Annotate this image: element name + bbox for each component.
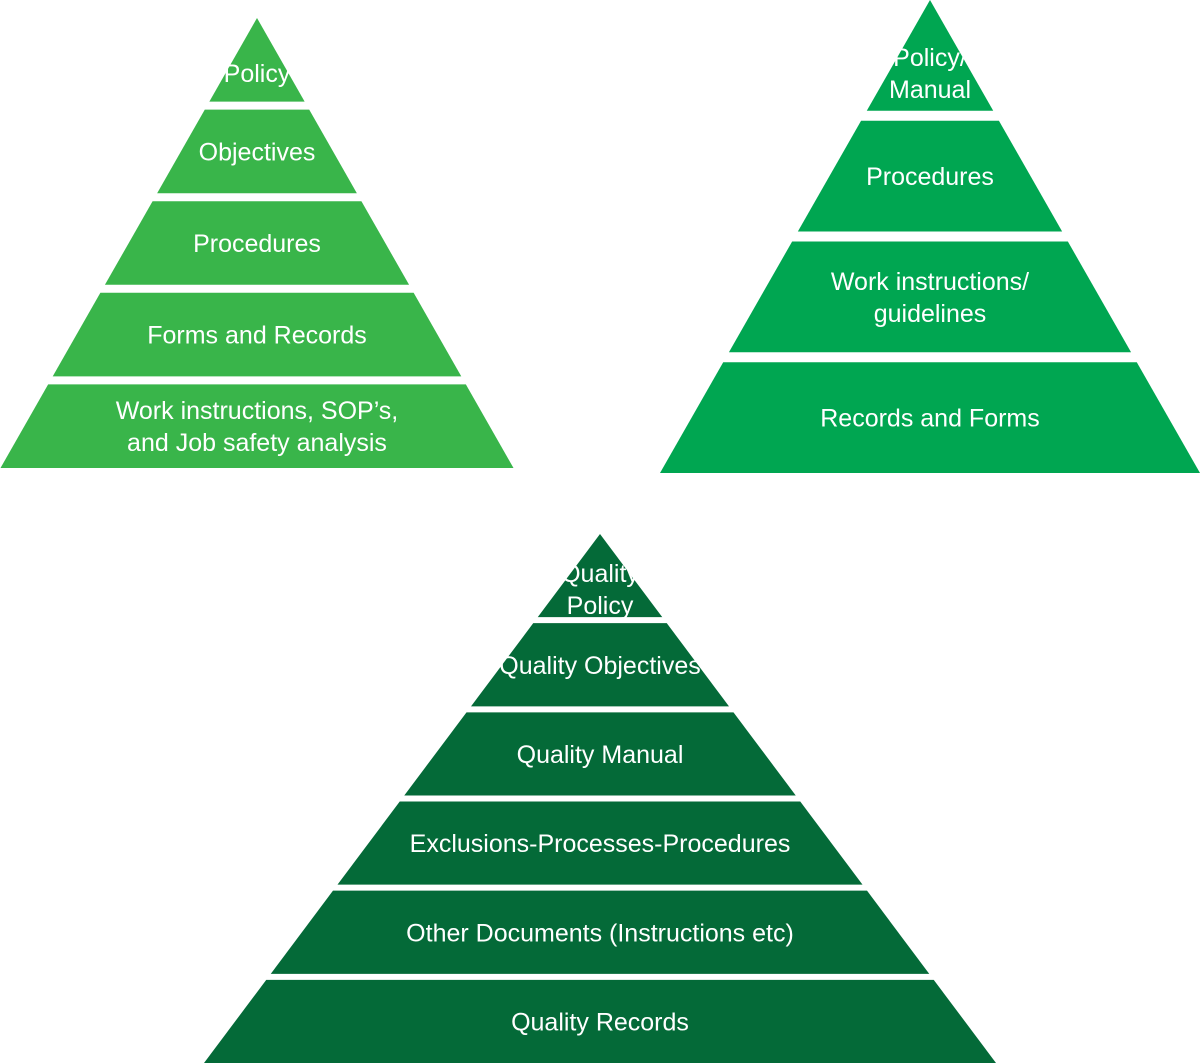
pyramid-right-tier-3-line-2: guidelines (874, 300, 987, 328)
pyramid-right-tier-2-line-1: Procedures (866, 163, 994, 191)
pyramid-bottom-tier-3 (404, 712, 796, 796)
pyramid-bottom-tier-1-line-1: Quality (561, 560, 639, 588)
pyramid-bottom-tier-4-line-1: Exclusions-Processes-Procedures (410, 830, 791, 858)
pyramid-left-tier-5-label: Work instructions, SOP’s, and Job safety … (116, 397, 399, 457)
pyramid-bottom-tier-4 (337, 801, 863, 885)
pyramid-left-tier-2 (157, 109, 357, 194)
pyramid-bottom-tier-5-label: Other Documents (Instructions etc) (406, 919, 794, 947)
pyramid-right-tier-2 (797, 120, 1063, 232)
pyramid-left-tier-4-label: Forms and Records (147, 322, 367, 350)
pyramid-left-tier-3-label: Procedures (193, 230, 321, 258)
pyramid-right-tier-4-label: Records and Forms (820, 405, 1040, 433)
pyramid-right-tier-3-label: Work instructions/guidelines (831, 268, 1029, 328)
pyramid-bottom-tier-1-line-2: Policy (567, 592, 634, 620)
pyramid-bottom-tier-2-label: Quality Objectives (499, 652, 700, 680)
pyramid-right-tier-1 (866, 0, 994, 111)
pyramid-bottom-tier-3-line-1: Quality Manual (517, 741, 684, 769)
pyramid-right-tier-3-line-1: Work instructions/ (831, 268, 1029, 296)
pyramid-bottom-tier-6-line-1: Quality Records (511, 1008, 689, 1036)
pyramid-left-tier-2-line-1: Objectives (199, 138, 316, 166)
pyramid-left-tier-5-line-1: Work instructions, SOP’s, (116, 397, 399, 425)
pyramid-bottom-tier-5 (270, 890, 930, 974)
pyramid-left-tier-5 (0, 384, 514, 468)
pyramid-bottom-tier-3-label: Quality Manual (517, 741, 684, 769)
pyramid-bottom-tier-6-label: Quality Records (511, 1008, 689, 1036)
pyramid-left-tier-4-line-1: Forms and Records (147, 322, 367, 350)
pyramid-left-tier-4 (52, 292, 462, 377)
pyramid-bottom-tier-4-label: Exclusions-Processes-Procedures (410, 830, 791, 858)
pyramid-right-tier-1-line-1: Policy/ (893, 44, 967, 72)
pyramid-right-tier-2-label: Procedures (866, 163, 994, 191)
pyramid-right-tier-1-line-2: Manual (889, 76, 971, 104)
pyramid-left-tier-3-line-1: Procedures (193, 230, 321, 258)
pyramid-right-tier-4-line-1: Records and Forms (820, 405, 1040, 433)
pyramid-bottom-tier-1 (537, 534, 663, 618)
pyramid-left-tier-2-label: Objectives (199, 138, 316, 166)
pyramid-left-tier-5-line-2: and Job safety analysis (127, 429, 387, 457)
pyramid-left-tier-1-label: Policy (224, 60, 291, 88)
pyramid-left-tier-1-line-1: Policy (224, 60, 291, 88)
pyramid-bottom-tier-2-line-1: Quality Objectives (499, 652, 700, 680)
pyramid-right-tier-1-label: Policy/Manual (889, 44, 971, 104)
pyramid-bottom-tier-2 (470, 623, 730, 707)
pyramid-right-tier-3 (728, 241, 1132, 353)
pyramid-left-tier-3 (104, 201, 410, 285)
pyramid-right-tier-4 (660, 362, 1200, 473)
pyramid-left-tier-1 (209, 18, 305, 102)
pyramid-bottom-tier-5-line-1: Other Documents (Instructions etc) (406, 919, 794, 947)
pyramid-bottom-tier-6 (204, 979, 996, 1063)
